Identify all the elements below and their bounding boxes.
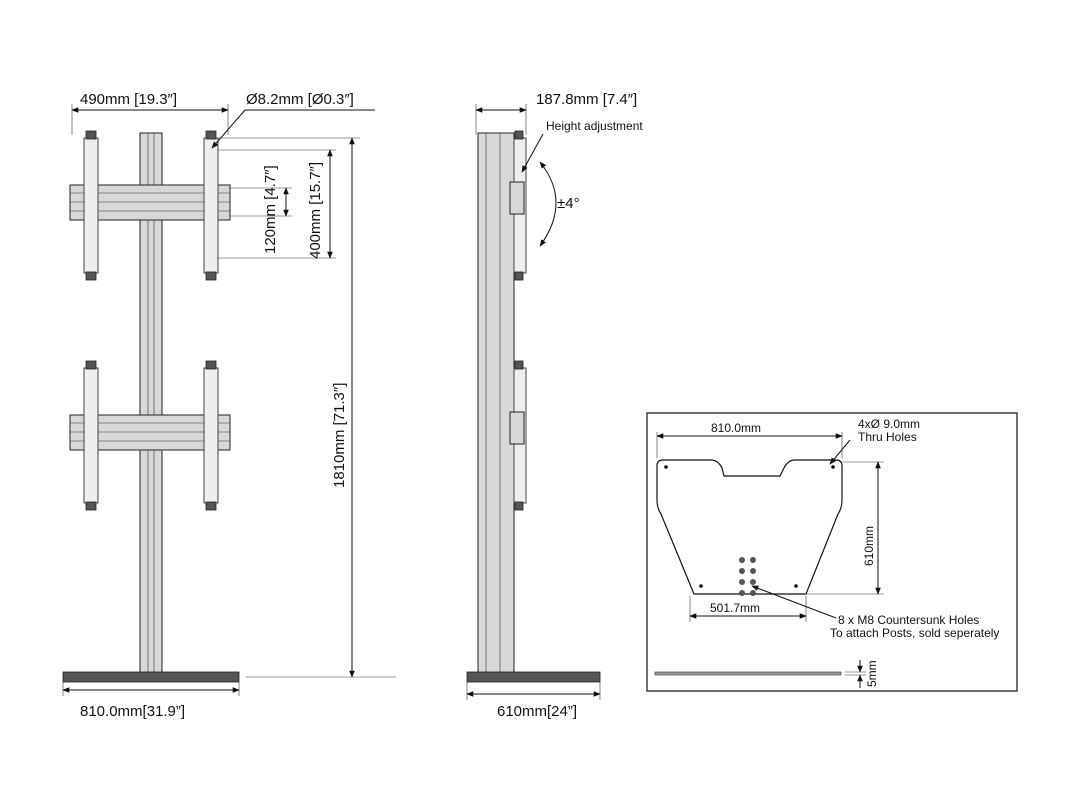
corner-hole	[831, 465, 835, 469]
side-view: 187.8mm [7.4″] Height adjustment ±4° 610…	[466, 91, 643, 720]
base-depth-label: 610mm[24”]	[497, 703, 577, 720]
side-mount-lower	[509, 360, 527, 511]
front-width-label: 490mm [19.3″]	[80, 91, 177, 108]
plate-thickness-label: 5mm	[865, 660, 879, 687]
plate-bottom-width-label: 501.7mm	[710, 601, 760, 615]
holes-thru-label: Thru Holes	[858, 430, 917, 444]
hole-diameter-label: Ø8.2mm [Ø0.3″]	[246, 91, 354, 108]
height-400-label: 400mm [15.7″]	[307, 162, 324, 259]
base-plate-outline	[656, 459, 843, 595]
base-width-label: 810.0mm[31.9”]	[80, 703, 185, 720]
countersunk-label-2: To attach Posts, sold seperately	[830, 626, 999, 640]
countersunk-holes	[739, 557, 756, 596]
side-post	[477, 132, 515, 679]
front-mount-upper	[69, 130, 231, 281]
side-base	[466, 671, 601, 683]
height-adjustment-label: Height adjustment	[546, 119, 643, 133]
holes-top-label: 4xØ 9.0mm	[858, 417, 920, 431]
front-view: 490mm [19.3″] Ø8.2mm [Ø0.3″] 120mm [4.7″…	[62, 91, 396, 720]
front-base	[62, 671, 240, 683]
tilt-arc	[539, 161, 557, 247]
plate-width-label: 810.0mm	[711, 421, 761, 435]
base-plate-inset: 810.0mm 4xØ 9.0mm Thru Holes 610mm 501.7…	[646, 412, 1018, 692]
height-120-label: 120mm [4.7″]	[262, 165, 279, 254]
plate-depth-label: 610mm	[862, 526, 876, 566]
corner-hole	[664, 465, 668, 469]
plate-thickness-view	[654, 671, 842, 676]
corner-hole	[794, 584, 798, 588]
total-height-label: 1810mm [71.3″]	[331, 383, 348, 488]
tilt-label: ±4°	[557, 195, 580, 212]
side-depth-label: 187.8mm [7.4″]	[536, 91, 637, 108]
front-mount-lower	[69, 360, 231, 511]
corner-hole	[699, 584, 703, 588]
countersunk-label-1: 8 x M8 Countersunk Holes	[838, 613, 979, 627]
